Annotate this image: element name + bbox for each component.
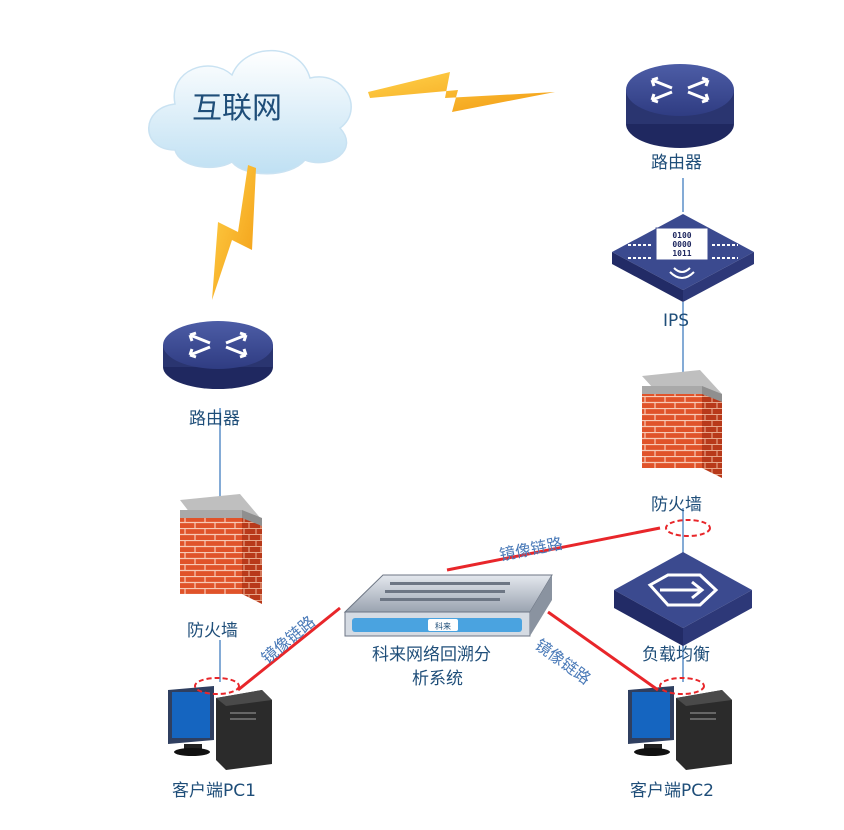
tap-point-bottom-right <box>659 677 705 695</box>
router-right-icon <box>626 64 734 148</box>
router-right-label: 路由器 <box>651 153 702 173</box>
ips-label: IPS <box>663 311 690 331</box>
client-pc2-icon <box>628 686 732 770</box>
load-balancer-label: 负载均衡 <box>642 645 710 665</box>
firewall-left-label: 防火墙 <box>187 621 238 641</box>
client-pc2-label: 客户端PC2 <box>630 781 714 801</box>
server-label-line1: 科来网络回溯分 <box>372 645 491 665</box>
firewall-left-icon <box>180 494 262 604</box>
lightning-bolt-vertical-icon <box>212 165 256 300</box>
client-pc1-icon <box>168 686 272 770</box>
server-badge-text: 科来 <box>435 621 451 631</box>
lightning-bolt-horizontal-icon <box>368 72 555 112</box>
backtrace-server-icon: 科来 <box>343 574 553 637</box>
server-label-line2: 析系统 <box>412 669 463 689</box>
ips-screen-line-3: 1011 <box>672 249 691 258</box>
mirror-links <box>194 519 711 695</box>
tap-point-left <box>194 677 240 695</box>
ips-screen-line-2: 0000 <box>672 240 691 249</box>
load-balancer-icon <box>614 552 752 646</box>
ips-screen-line-1: 0100 <box>672 231 691 240</box>
mirror-line-top-right <box>446 526 661 572</box>
router-left-icon <box>163 321 273 389</box>
mirror-line-left <box>237 606 341 692</box>
tap-point-top-right <box>665 519 711 537</box>
firewall-right-label: 防火墙 <box>651 495 702 515</box>
ips-device-icon: 0100 0000 1011 <box>612 214 754 302</box>
firewall-right-icon <box>642 370 722 478</box>
internet-cloud-label: 互联网 <box>192 91 282 126</box>
router-left-label: 路由器 <box>189 409 240 429</box>
link-lines <box>219 178 684 682</box>
client-pc1-label: 客户端PC1 <box>172 781 256 801</box>
mirror-line-bottom-right <box>547 610 659 692</box>
